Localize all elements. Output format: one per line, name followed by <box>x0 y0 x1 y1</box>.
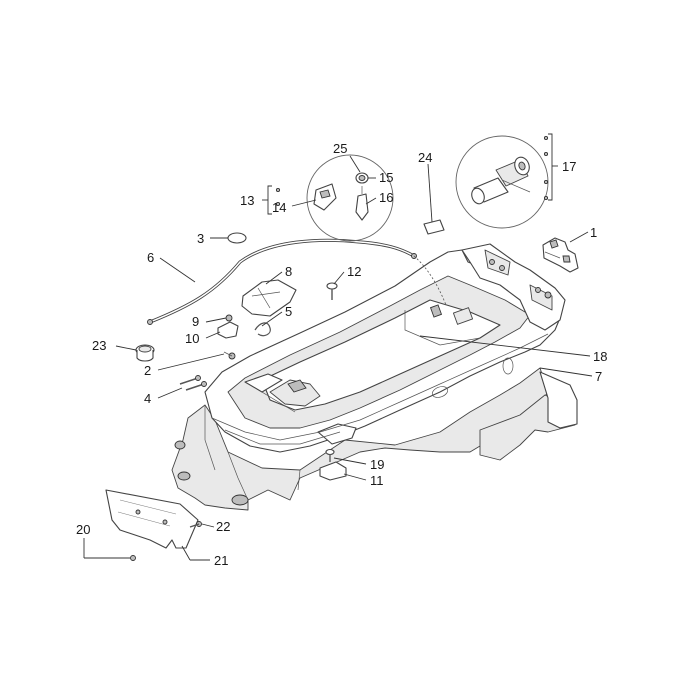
callout-25: 25 <box>333 141 347 156</box>
part-12-screw <box>326 282 338 300</box>
part-9-clip <box>225 314 233 322</box>
callout-11: 11 <box>370 473 384 488</box>
tub-hinge-bracket <box>269 379 321 407</box>
leader-lines <box>83 155 593 561</box>
callout-1: 1 <box>590 225 597 240</box>
callout-22: 22 <box>216 519 230 534</box>
part-11-clip <box>319 461 347 481</box>
part-24-label <box>423 219 445 235</box>
part-3-pad <box>227 232 247 244</box>
part-10-hook <box>217 321 239 339</box>
callout-18: 18 <box>593 349 607 364</box>
callout-24: 24 <box>418 150 432 165</box>
detail-circle-lock <box>455 135 549 229</box>
callout-17: 17 <box>562 159 576 174</box>
callout-labels: 1 2 3 4 5 6 7 8 9 10 11 12 13 14 15 16 1… <box>76 141 607 568</box>
part-8-cover <box>241 279 297 317</box>
callout-15: 15 <box>379 170 393 185</box>
part-1-bracket <box>542 237 579 273</box>
callout-23: 23 <box>92 338 106 353</box>
callout-19: 19 <box>370 457 384 472</box>
callout-5: 5 <box>285 304 292 319</box>
callout-7: 7 <box>595 369 602 384</box>
callout-14: 14 <box>272 200 286 215</box>
callout-16: 16 <box>379 190 393 205</box>
callout-12: 12 <box>347 264 361 279</box>
callout-6: 6 <box>147 250 154 265</box>
callout-9: 9 <box>192 314 199 329</box>
detail-circle-lamp <box>306 154 394 242</box>
part-19-bolt <box>325 448 335 462</box>
part-21-plate <box>105 489 199 549</box>
callout-21: 21 <box>214 553 228 568</box>
callout-17-bracket-frame <box>543 133 553 201</box>
part-22-screw <box>189 521 202 528</box>
part-5-spring <box>254 322 271 337</box>
part-4-screws <box>179 375 207 391</box>
callout-13: 13 <box>240 193 254 208</box>
callout-4: 4 <box>144 391 151 406</box>
callout-2: 2 <box>144 363 151 378</box>
part-23-plug <box>135 344 155 362</box>
part-20-nut <box>130 555 136 561</box>
storage-tub <box>171 243 578 511</box>
tub-rear-foot <box>539 371 578 429</box>
callout-3: 3 <box>197 231 204 246</box>
callout-20: 20 <box>76 522 90 537</box>
callout-8: 8 <box>285 264 292 279</box>
callout-10: 10 <box>185 331 199 346</box>
part-2-screw <box>223 351 236 360</box>
part-6-cable <box>147 238 447 325</box>
